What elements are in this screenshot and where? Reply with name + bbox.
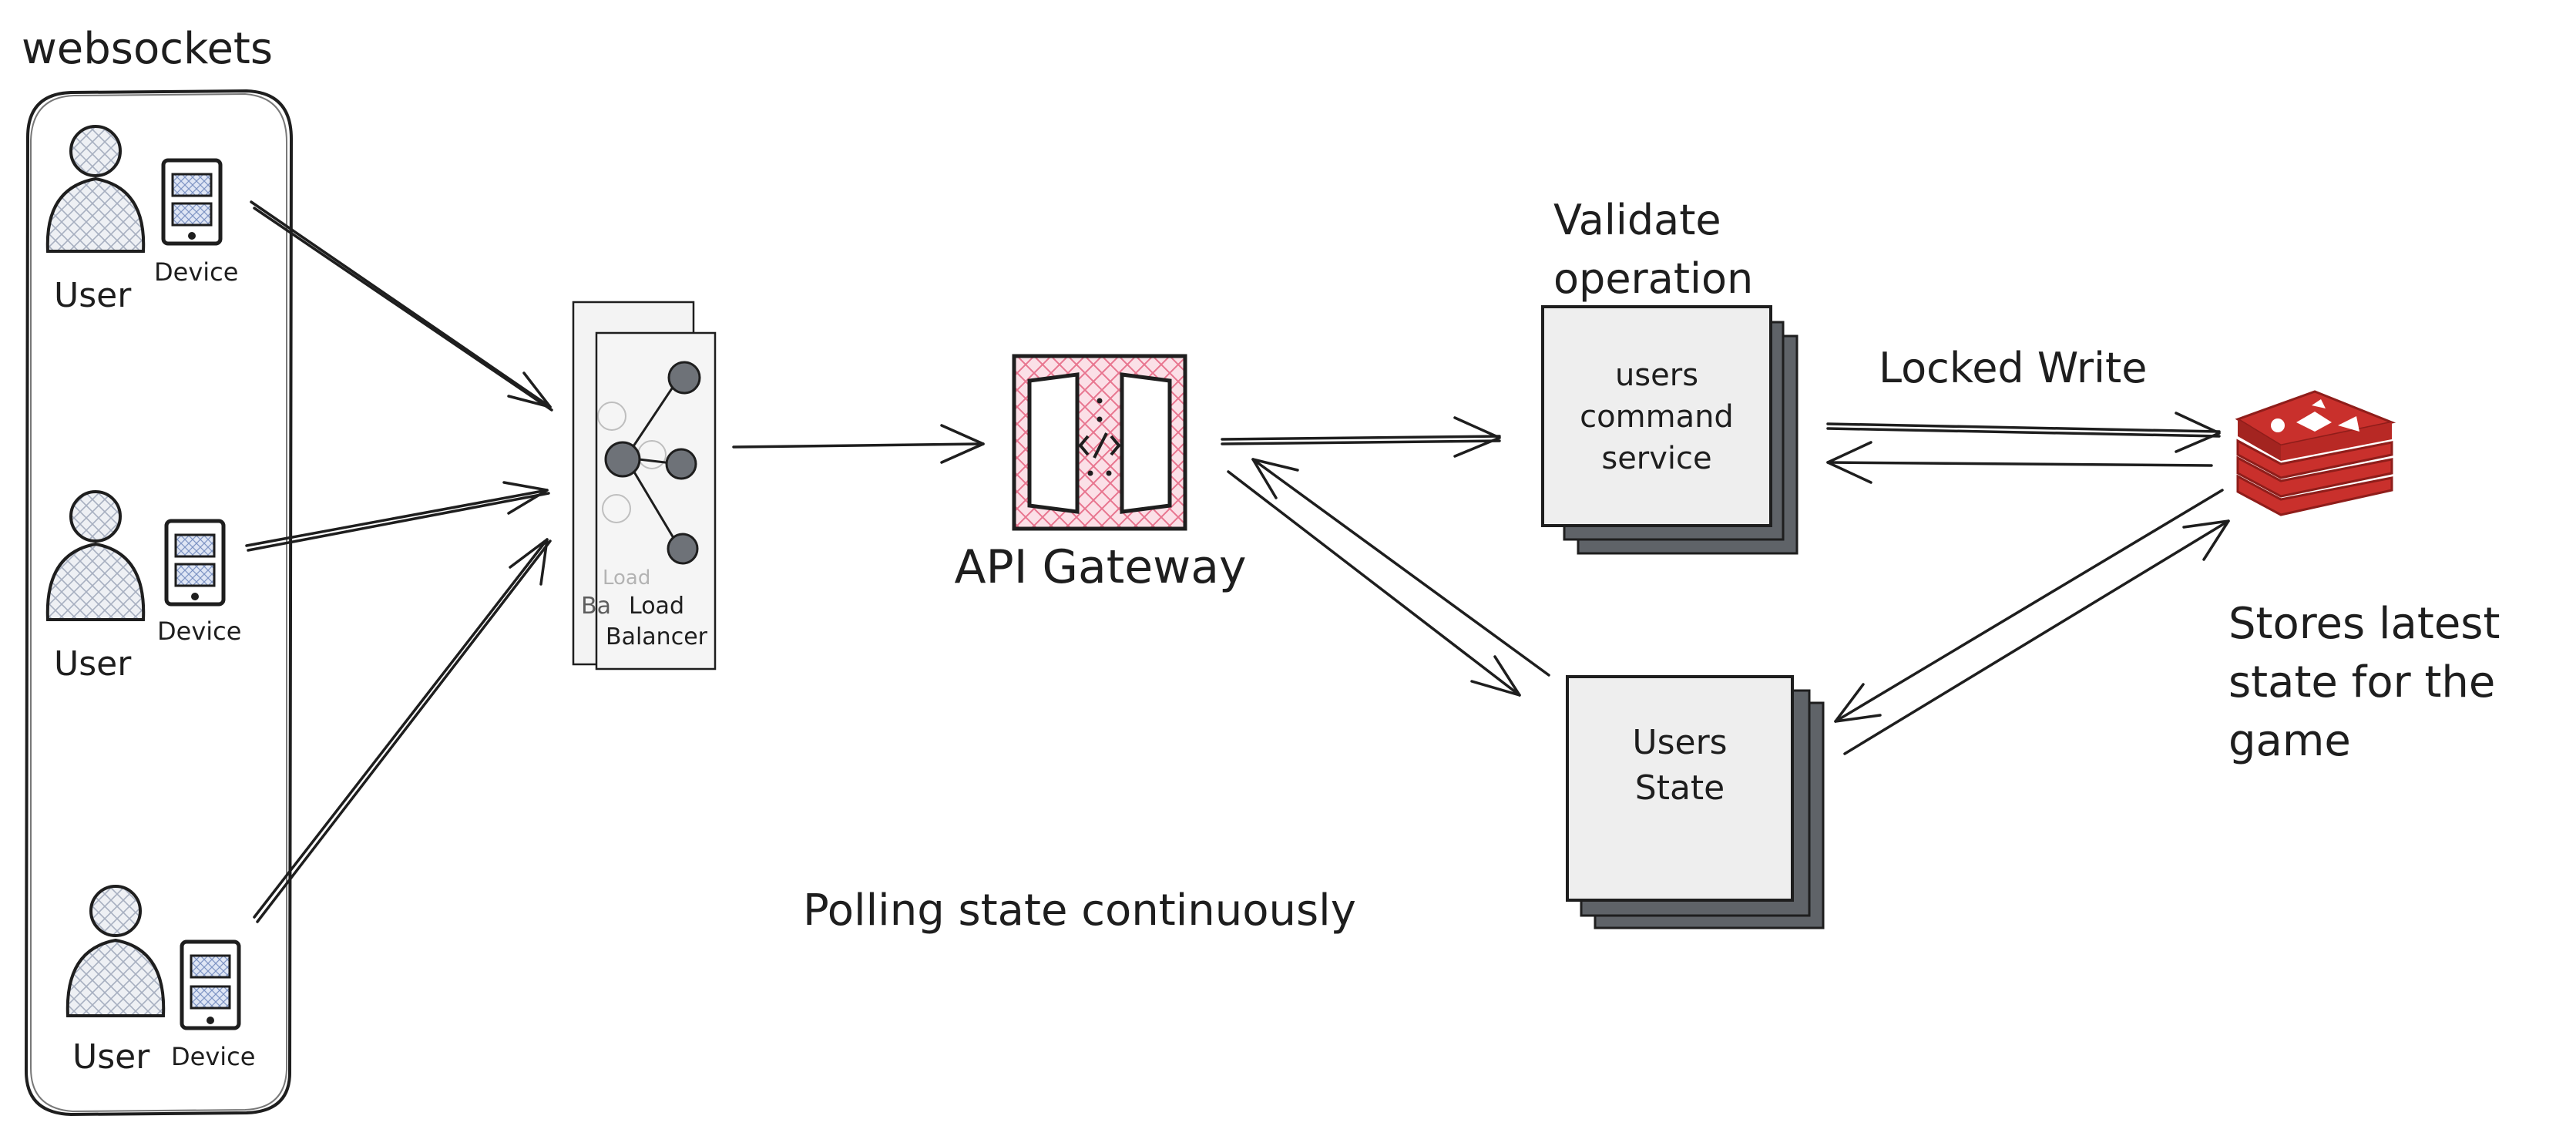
arrow-cache-to-state — [1834, 489, 2224, 723]
user-icon — [65, 885, 166, 1017]
arrow-gateway-to-state — [1227, 470, 1521, 697]
arrow-state-to-gateway — [1251, 458, 1550, 677]
locked-write-label: Locked Write — [1879, 344, 2147, 392]
client-3: User Device — [65, 885, 255, 1077]
arrow-client3-to-lb — [253, 538, 552, 923]
arrow-client1-to-lb — [250, 200, 553, 412]
load-balancer-ghost-label-2: Ba — [581, 593, 611, 620]
device-icon — [164, 519, 226, 607]
api-gateway-label: API Gateway — [954, 540, 1246, 594]
device-icon — [180, 939, 241, 1030]
command-service-label: users command service — [1543, 355, 1771, 479]
user-label: User — [54, 644, 132, 684]
arrow-cache-to-command — [1826, 441, 2213, 484]
arrow-client2-to-lb — [245, 481, 550, 552]
api-gateway: API Gateway — [954, 354, 1247, 594]
users-state-service — [1566, 675, 1825, 929]
network-nodes-icon — [604, 361, 701, 565]
user-icon — [45, 125, 146, 253]
group-title: websockets — [22, 24, 273, 74]
user-label: User — [54, 276, 132, 315]
command-service-line2: command — [1580, 399, 1734, 435]
state-service-line1: Users — [1632, 723, 1728, 762]
user-label: User — [72, 1037, 150, 1077]
load-balancer-ghost-label: Load — [603, 566, 650, 590]
users-command-service: Validate operation — [1541, 196, 1798, 555]
load-balancer-label-line2: Balancer — [606, 623, 708, 650]
arrow-command-to-cache — [1826, 412, 2221, 453]
state-service-line2: State — [1634, 768, 1725, 808]
arrow-lb-to-gateway — [732, 424, 985, 464]
command-service-caption-line2: operation — [1553, 254, 1753, 303]
websockets-group: websockets — [22, 24, 294, 1117]
client-2: User Device — [45, 490, 241, 684]
redis-cache-icon — [2235, 390, 2396, 516]
arrow-gateway-to-command — [1221, 416, 1501, 458]
device-label: Device — [154, 257, 238, 287]
device-icon — [161, 158, 223, 246]
device-label: Device — [157, 617, 241, 646]
command-service-line1: users — [1614, 358, 1699, 393]
load-balancer-label-line1: Load — [629, 593, 684, 620]
command-service-caption-line1: Validate — [1553, 196, 1721, 244]
arrow-state-to-cache — [1843, 519, 2230, 755]
client-1: User Device — [45, 125, 238, 315]
state-service-label: Users State — [1567, 720, 1792, 812]
cache-caption-line2: state for the — [2228, 657, 2495, 707]
load-balancer: Load Ba Load Balancer — [572, 301, 717, 671]
command-service-line3: service — [1601, 441, 1712, 476]
polling-note: Polling state continuously — [803, 886, 1356, 936]
arrows — [245, 200, 2230, 923]
cache-caption-line3: game — [2228, 716, 2351, 766]
user-icon — [45, 490, 146, 621]
device-label: Device — [171, 1042, 255, 1071]
cache-caption-line1: Stores latest — [2228, 599, 2500, 649]
